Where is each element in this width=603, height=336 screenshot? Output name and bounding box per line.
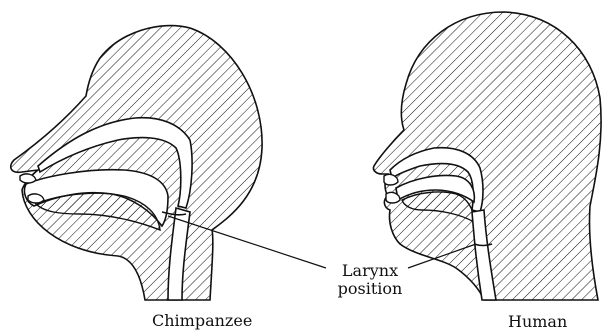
human-label: Human: [508, 313, 567, 331]
larynx-label-line1: Larynx: [325, 262, 415, 280]
larynx-label-line2: position: [325, 280, 415, 298]
chimpanzee-label: Chimpanzee: [152, 312, 252, 330]
chimpanzee-head: [11, 26, 262, 300]
human-head: [373, 12, 601, 300]
larynx-position-label: Larynx position: [325, 262, 415, 298]
